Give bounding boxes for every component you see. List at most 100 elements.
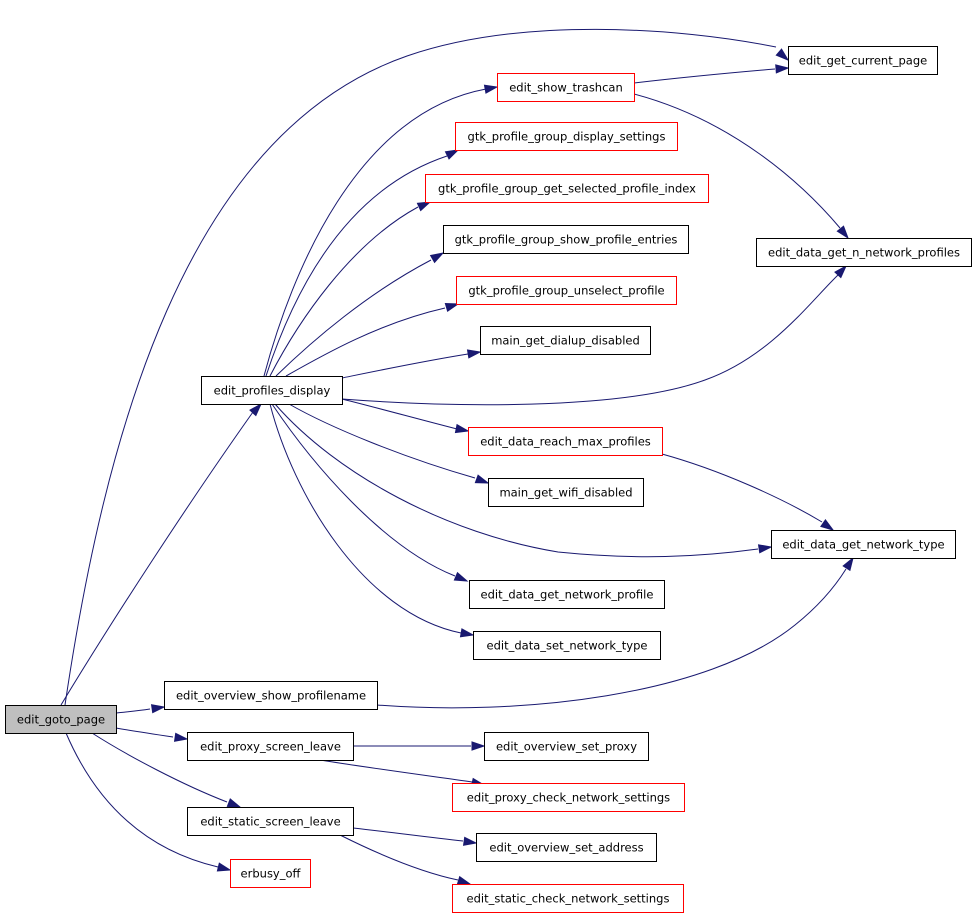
- node-edit-proxy-check-network-settings[interactable]: edit_proxy_check_network_settings: [452, 783, 685, 812]
- node-gtk-profile-group-unselect-profile[interactable]: gtk_profile_group_unselect_profile: [456, 276, 677, 305]
- edge-line: [275, 259, 432, 377]
- node-label: gtk_profile_group_show_profile_entries: [455, 233, 678, 247]
- arrowhead-icon: [474, 474, 490, 484]
- arrowhead-icon: [459, 628, 475, 638]
- edge-line: [376, 568, 847, 709]
- arrowhead-icon: [456, 875, 472, 885]
- edge-line: [269, 206, 419, 377]
- arrowhead-icon: [471, 741, 486, 751]
- node-gtk-profile-group-display-settings[interactable]: gtk_profile_group_display_settings: [455, 122, 678, 151]
- node-gtk-profile-group-show-profile-entries: gtk_profile_group_show_profile_entries: [443, 225, 689, 254]
- edge-edit_profiles_display-to-edit_data_get_n_network_profiles: [341, 264, 848, 406]
- node-box: [480, 326, 651, 355]
- node-edit-data-reach-max-profiles[interactable]: edit_data_reach_max_profiles: [468, 427, 663, 456]
- arrowhead-icon: [249, 402, 263, 417]
- edge-edit_data_reach_max_profiles-to-edit_data_get_network_type: [661, 453, 835, 531]
- node-box: [187, 807, 354, 836]
- arrowhead-icon: [462, 836, 478, 846]
- edge-edit_goto_page-to-erbusy_off: [65, 732, 232, 872]
- node-box: [473, 631, 661, 660]
- edge-edit_goto_page-to-edit_overview_show_profilename: [115, 704, 166, 714]
- node-edit-get-current-page: edit_get_current_page: [788, 46, 938, 75]
- node-box: [484, 732, 649, 761]
- edge-line: [319, 759, 473, 783]
- node-box: [425, 174, 709, 203]
- node-edit-static-check-network-settings[interactable]: edit_static_check_network_settings: [452, 884, 684, 913]
- node-label: edit_static_screen_leave: [200, 815, 340, 829]
- edge-edit_profiles_display-to-gtk_profile_group_show_profile_entries: [275, 252, 445, 377]
- node-label: edit_data_set_network_type: [487, 639, 648, 653]
- arrowhead-icon: [453, 571, 469, 582]
- edges-layer: [60, 28, 854, 885]
- node-edit-overview-show-profilename: edit_overview_show_profilename: [164, 681, 378, 710]
- edge-line: [339, 834, 459, 881]
- node-erbusy-off[interactable]: erbusy_off: [230, 859, 311, 888]
- node-label: erbusy_off: [241, 867, 302, 881]
- edge-edit_profiles_display-to-edit_data_get_network_type: [274, 403, 773, 558]
- nodes-layer: edit_goto_page edit_profiles_display edit_…: [5, 46, 972, 913]
- edge-edit_profiles_display-to-gtk_profile_group_unselect_profile: [285, 302, 460, 377]
- node-label: edit_data_get_network_profile: [481, 588, 654, 602]
- edge-edit_overview_show_profilename-to-edit_data_get_network_type: [376, 556, 854, 709]
- node-edit-static-screen-leave: edit_static_screen_leave: [187, 807, 354, 836]
- node-label: main_get_wifi_disabled: [499, 486, 632, 500]
- node-label: edit_goto_page: [17, 713, 105, 727]
- node-box: [497, 73, 635, 102]
- edge-line: [341, 398, 458, 430]
- edge-line: [64, 28, 777, 706]
- edge-line: [263, 88, 487, 377]
- node-label: edit_profiles_display: [214, 384, 331, 398]
- edge-edit_show_trashcan-to-edit_data_get_n_network_profiles: [633, 93, 849, 240]
- node-label: edit_overview_set_proxy: [496, 740, 637, 754]
- node-label: gtk_profile_group_get_selected_profile_i…: [438, 182, 696, 196]
- node-edit-overview-set-address: edit_overview_set_address: [476, 833, 657, 862]
- node-box: [476, 833, 657, 862]
- arrowhead-icon: [775, 64, 790, 74]
- arrowhead-icon: [757, 544, 773, 554]
- node-box: [201, 376, 343, 405]
- edge-line: [661, 453, 823, 523]
- arrowhead-icon: [173, 732, 189, 742]
- node-box: [230, 859, 311, 888]
- node-edit-show-trashcan[interactable]: edit_show_trashcan: [497, 73, 635, 102]
- node-edit-profiles-display: edit_profiles_display: [201, 376, 343, 405]
- edge-edit_static_screen_leave-to-edit_overview_set_address: [352, 827, 478, 846]
- node-label: edit_data_get_n_network_profiles: [768, 246, 960, 260]
- node-label: edit_show_trashcan: [509, 81, 623, 95]
- node-main-get-dialup-disabled: main_get_dialup_disabled: [480, 326, 651, 355]
- node-box: [456, 276, 677, 305]
- node-box: [469, 580, 665, 609]
- arrowhead-icon: [842, 556, 854, 572]
- node-box: [788, 46, 938, 75]
- arrowhead-icon: [226, 798, 242, 808]
- node-box: [443, 225, 689, 254]
- arrowhead-icon: [444, 149, 460, 160]
- arrowhead-icon: [150, 704, 166, 714]
- node-edit-data-get-network-profile: edit_data_get_network_profile: [469, 580, 665, 609]
- node-label: edit_get_current_page: [799, 54, 927, 68]
- node-box: [452, 783, 685, 812]
- arrowhead-icon: [429, 252, 445, 264]
- edge-line: [265, 155, 448, 377]
- node-box: [187, 732, 354, 761]
- edge-line: [91, 732, 228, 803]
- node-edit-overview-set-proxy: edit_overview_set_proxy: [484, 732, 649, 761]
- arrowhead-icon: [454, 423, 470, 434]
- edge-edit_proxy_screen_leave-to-edit_overview_set_proxy: [353, 741, 486, 751]
- edge-line: [269, 403, 462, 634]
- arrowhead-icon: [775, 48, 790, 62]
- node-label: edit_proxy_screen_leave: [200, 740, 341, 754]
- node-box: [468, 427, 663, 456]
- node-label: edit_overview_set_address: [489, 841, 643, 855]
- node-edit-data-get-n-network-profiles: edit_data_get_n_network_profiles: [756, 238, 972, 267]
- arrowhead-icon: [444, 302, 460, 312]
- node-box: [771, 530, 956, 559]
- node-gtk-profile-group-get-selected-profile-index[interactable]: gtk_profile_group_get_selected_profile_i…: [425, 174, 709, 203]
- node-edit-goto-page: edit_goto_page: [5, 705, 117, 734]
- edge-edit_profiles_display-to-edit_data_set_network_type: [269, 403, 475, 638]
- node-main-get-wifi-disabled: main_get_wifi_disabled: [488, 478, 644, 507]
- node-edit-data-get-network-type: edit_data_get_network_type: [771, 530, 956, 559]
- edge-line: [60, 411, 254, 706]
